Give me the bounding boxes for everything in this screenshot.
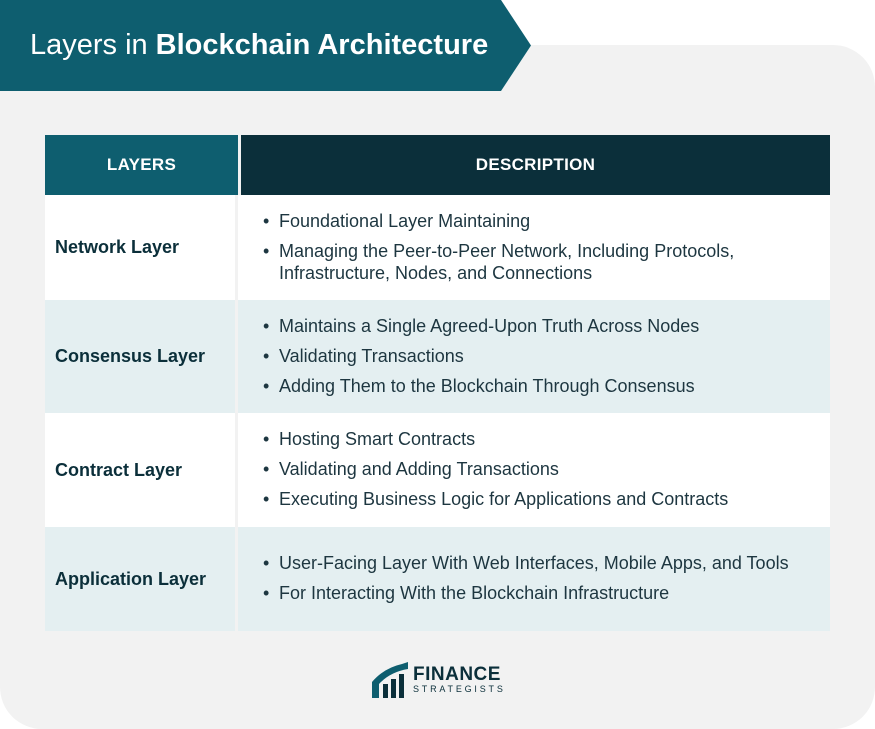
table-row: Consensus Layer • Maintains a Single Agre… [45,300,830,413]
list-item: • Executing Business Logic for Applicatio… [263,488,810,510]
bullet-dot-icon: • [263,315,270,336]
bullet-text: Maintains a Single Agreed-Upon Truth Acr… [279,315,700,336]
bullet-text: Hosting Smart Contracts [279,429,476,449]
layer-description: • Hosting Smart Contracts • Validating and… [238,413,830,527]
layer-description: • Foundational Layer Maintaining • Managin… [238,195,830,300]
list-item: • Foundational Layer Maintaining [263,210,810,232]
list-item: • Maintains a Single Agreed-Upon Truth Ac… [263,315,810,337]
bullet-text: Foundational Layer Maintaining [279,210,531,231]
bullet-dot-icon: • [263,583,270,603]
layer-name: Application Layer [45,527,238,631]
finance-strategists-logo-icon [372,662,408,698]
logo-text: FINANCE STRATEGISTS [413,665,506,695]
bullet-dot-icon: • [263,345,270,366]
bullet-text: Adding Them to the Blockchain Through Co… [279,375,695,396]
layer-description: • User-Facing Layer With Web Interfaces, … [238,527,830,631]
bullet-text: Executing Business Logic for Application… [279,489,729,509]
page-title-bold: Blockchain Architecture [155,29,489,61]
layer-name: Consensus Layer [45,300,238,413]
bullet-dot-icon: • [263,210,270,231]
logo-line-finance: FINANCE [413,664,501,685]
list-item: • Managing the Peer-to-Peer Network, Incl… [263,240,810,284]
bullet-dot-icon: • [263,553,270,573]
bullet-text: For Interacting With the Blockchain Infr… [279,583,670,603]
bullet-text: Validating Transactions [279,345,464,366]
list-item: • User-Facing Layer With Web Interfaces, … [263,552,810,574]
table-row: Network Layer • Foundational Layer Mainta… [45,195,830,300]
layer-name: Network Layer [45,195,238,300]
bullet-text: Validating and Adding Transactions [279,459,559,479]
title-banner: Layers in Blockchain Architecture [0,0,531,91]
table-row: Contract Layer • Hosting Smart Contracts … [45,413,830,527]
bullet-text: Managing the Peer-to-Peer Network, Inclu… [279,240,735,283]
layers-table: LAYERS DESCRIPTION Network Layer • Founda… [45,135,830,631]
table-row: Application Layer • User-Facing Layer Wit… [45,527,830,631]
bullet-dot-icon: • [263,375,270,396]
list-item: • Adding Them to the Blockchain Through C… [263,375,810,397]
header-layers: LAYERS [45,135,238,195]
list-item: • Validating Transactions [263,345,810,367]
page-title-light: Layers in [30,29,148,61]
table-header: LAYERS DESCRIPTION [45,135,830,195]
bullet-dot-icon: • [263,489,270,509]
list-item: • Validating and Adding Transactions [263,458,810,480]
header-description: DESCRIPTION [241,135,830,195]
bullet-dot-icon: • [263,459,270,479]
layer-name: Contract Layer [45,413,238,527]
list-item: • For Interacting With the Blockchain Inf… [263,582,810,604]
finance-strategists-logo: FINANCE STRATEGISTS [372,662,506,698]
logo-line-strategists: STRATEGISTS [413,684,506,694]
bullet-text: User-Facing Layer With Web Interfaces, M… [279,553,789,573]
page-title: Layers in Blockchain Architecture [30,0,488,91]
layer-description: • Maintains a Single Agreed-Upon Truth Ac… [238,300,830,413]
bullet-dot-icon: • [263,429,270,449]
list-item: • Hosting Smart Contracts [263,428,810,450]
bullet-dot-icon: • [263,240,270,261]
